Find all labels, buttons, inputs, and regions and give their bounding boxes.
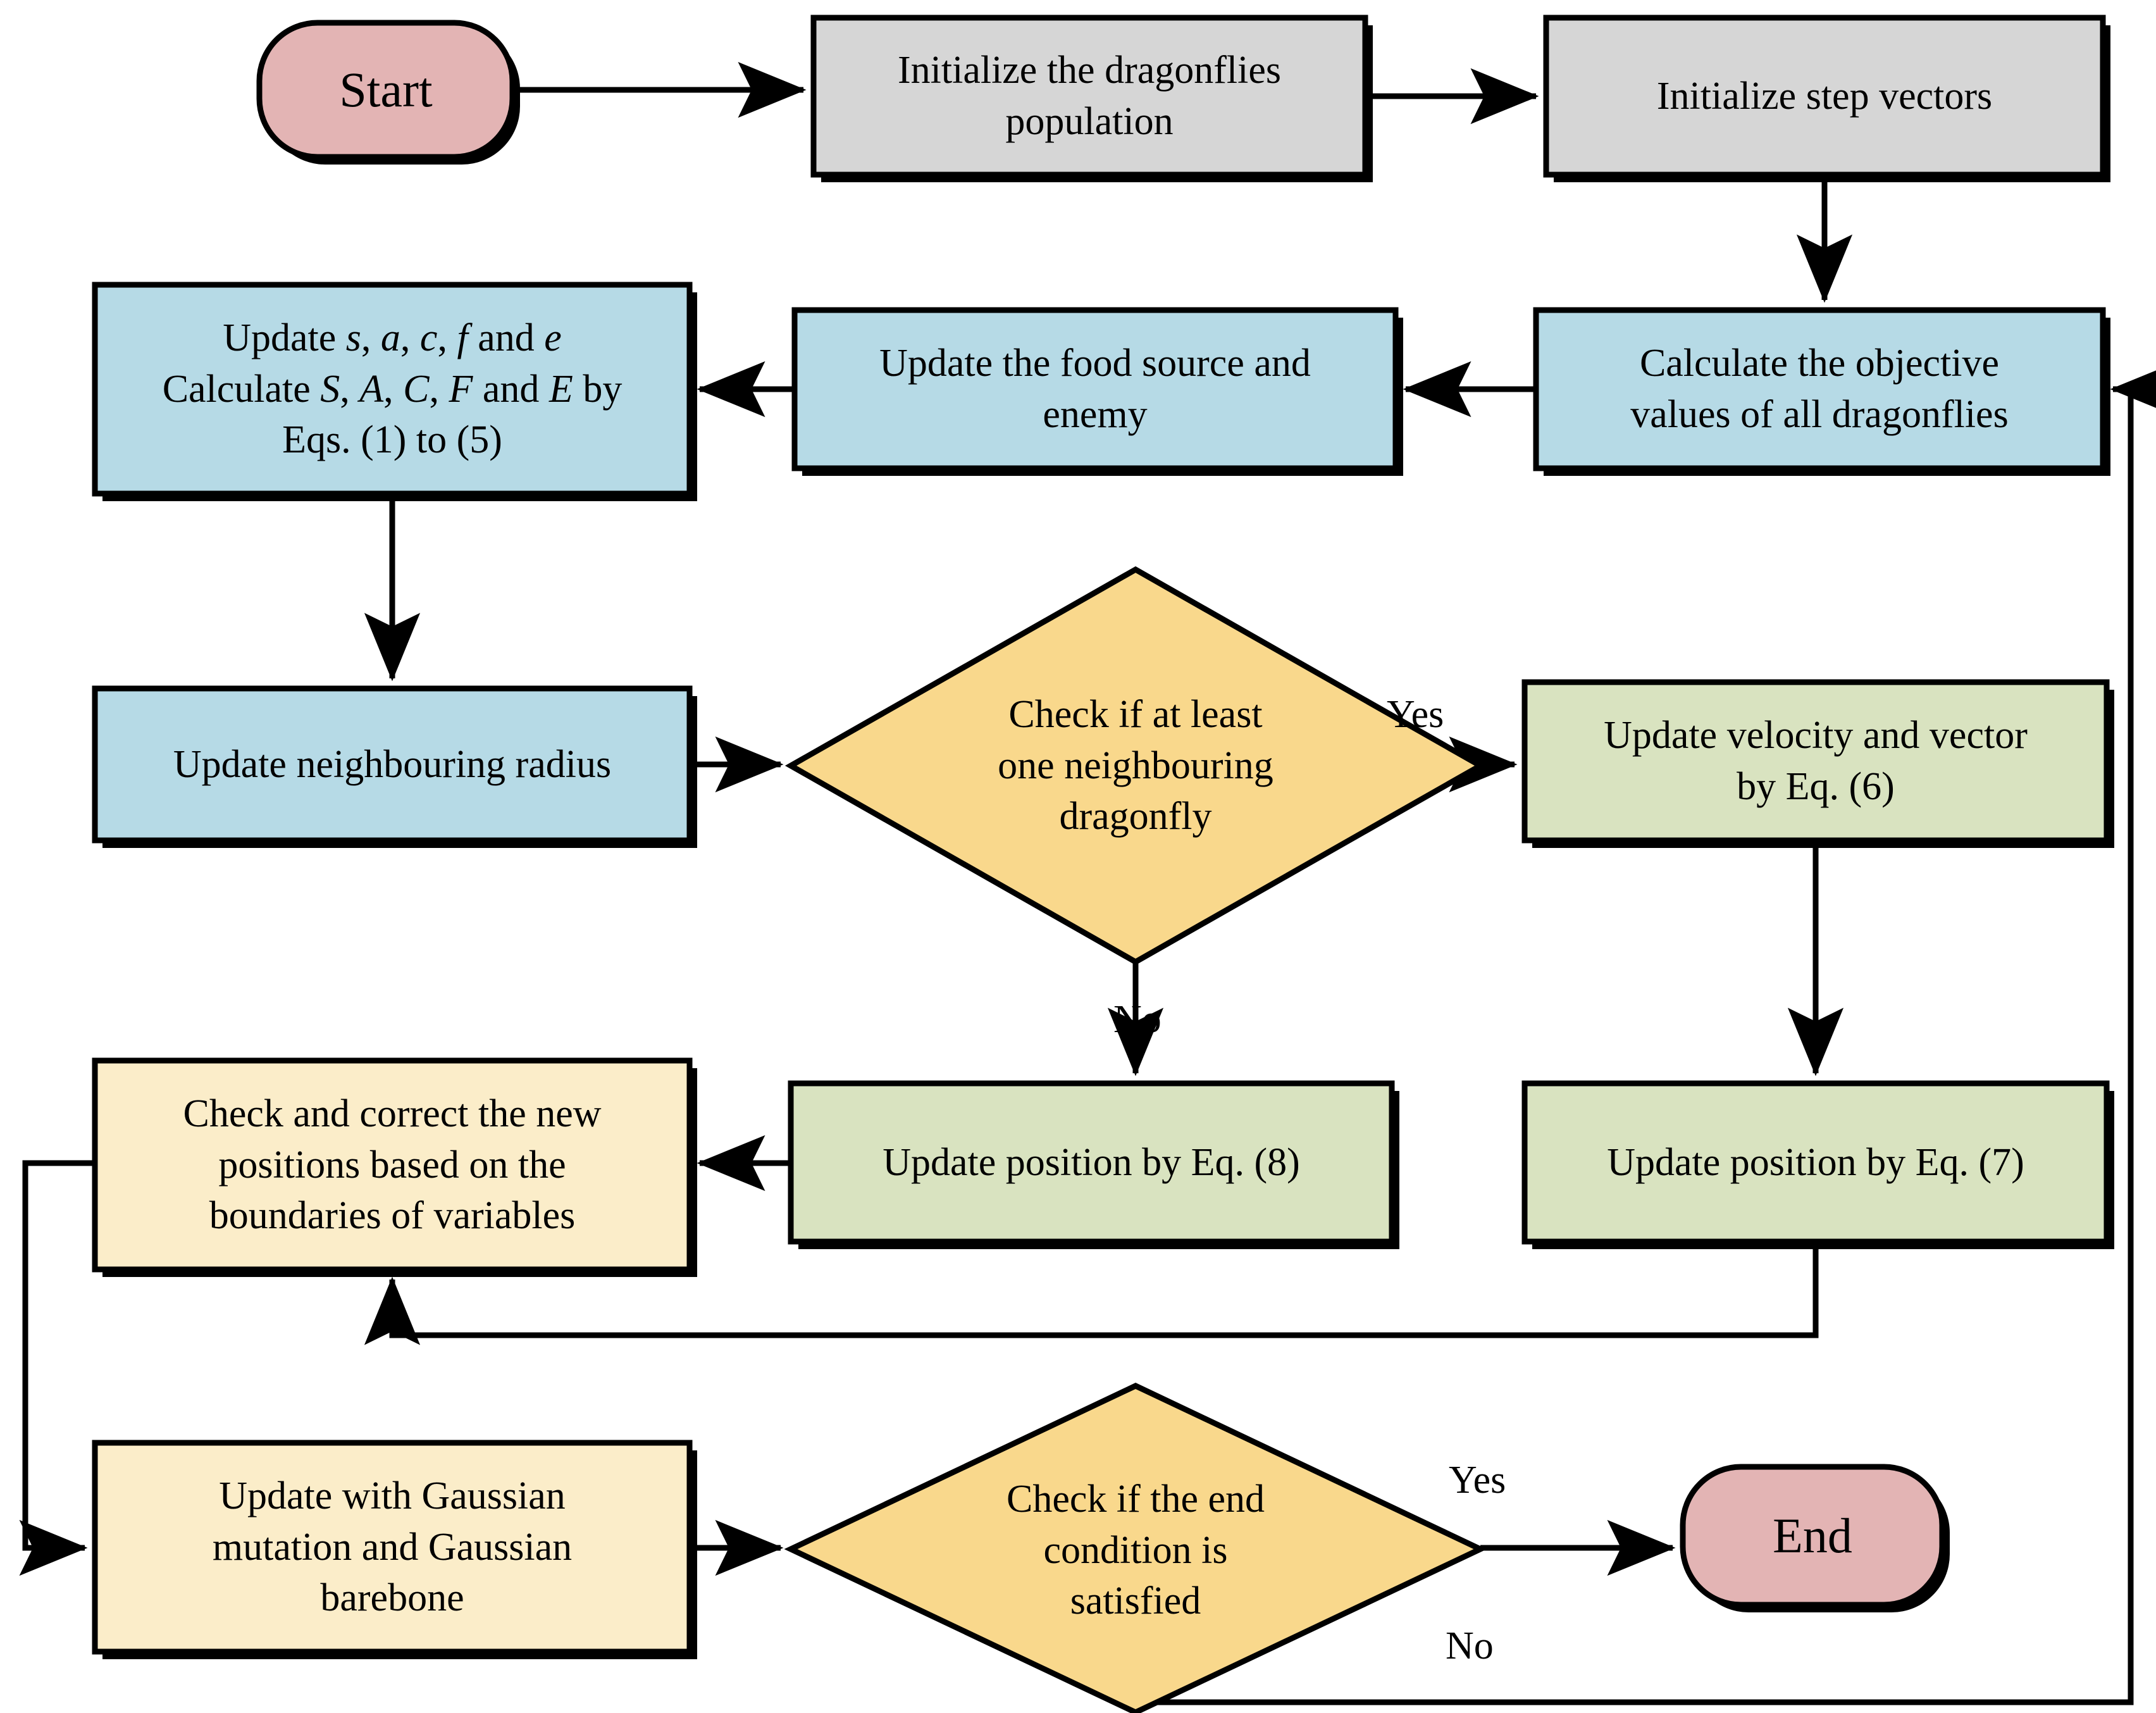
node-update-food-source-enemy[interactable] — [791, 307, 1403, 476]
edge-layer — [19, 61, 2156, 1713]
edge-check-bounds-to-gaussian — [19, 1160, 95, 1576]
node-decision-end-condition[interactable] — [784, 1383, 1487, 1713]
edge-label-yes-neighbour: Yes — [1387, 693, 1444, 736]
node-end[interactable] — [1680, 1464, 1950, 1612]
node-update-neighbouring-radius[interactable] — [92, 685, 697, 848]
node-calculate-objective-values[interactable] — [1533, 307, 2110, 476]
node-update-coefficients[interactable] — [92, 282, 697, 501]
node-init-step-vectors[interactable] — [1543, 15, 2110, 182]
node-decision-neighbouring-dragonfly[interactable] — [784, 566, 1487, 966]
node-gaussian-mutation-barebone[interactable] — [92, 1440, 697, 1659]
node-init-population[interactable] — [810, 15, 1373, 182]
edge-label-no-end: No — [1446, 1624, 1494, 1667]
edge-label-no-neighbour: No — [1113, 998, 1162, 1041]
node-update-velocity-vector[interactable] — [1521, 679, 2114, 848]
edge-label-yes-end: Yes — [1449, 1459, 1506, 1502]
node-check-correct-boundaries[interactable] — [92, 1057, 697, 1277]
node-update-position-eq7[interactable] — [1521, 1080, 2114, 1249]
edge-upd-pos7-to-check-bounds — [364, 1242, 1819, 1345]
node-layer — [92, 15, 2114, 1713]
node-start[interactable] — [256, 20, 520, 165]
node-update-position-eq8[interactable] — [788, 1080, 1399, 1249]
